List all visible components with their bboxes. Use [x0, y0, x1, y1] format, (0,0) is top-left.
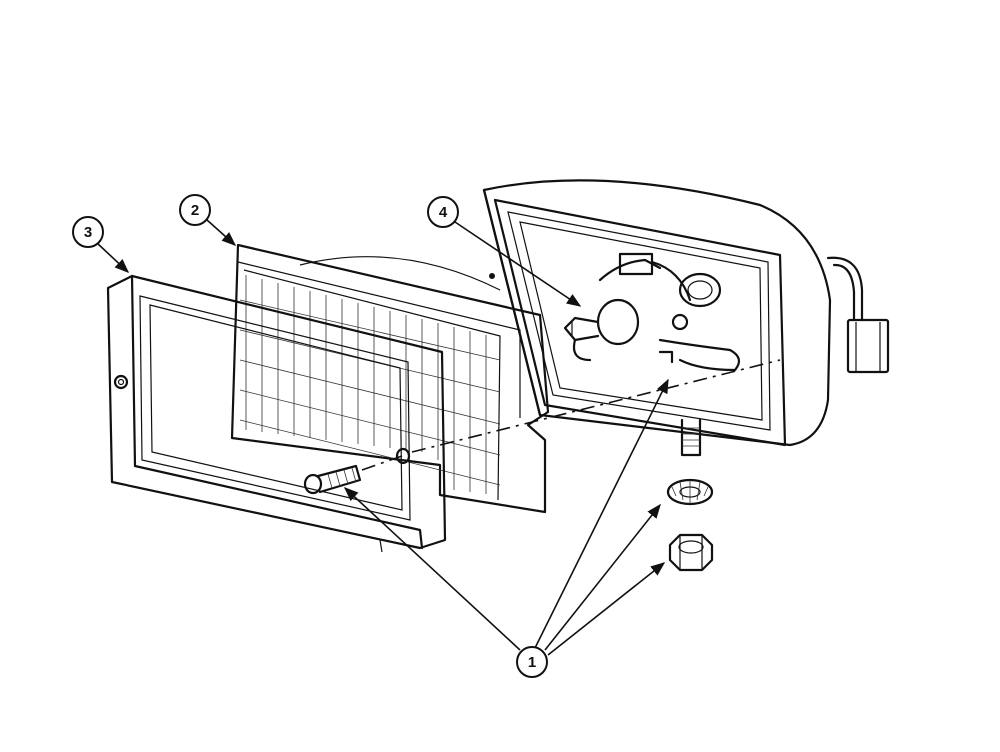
bezel-rim	[106, 274, 447, 553]
callout-2: 2	[179, 194, 211, 226]
screw	[303, 464, 362, 495]
callout-3: 3	[72, 216, 104, 248]
callout-4-label: 4	[439, 204, 448, 221]
lock-washer	[666, 478, 714, 506]
leader-1-washer	[544, 503, 661, 651]
leader-4	[454, 221, 582, 307]
lens	[230, 243, 550, 514]
lamp-housing	[482, 179, 890, 457]
leader-2	[206, 219, 237, 246]
callout-2-label: 2	[191, 202, 199, 219]
callout-1-label: 1	[528, 654, 536, 671]
leader-1-nut	[547, 562, 666, 656]
leader-1-screw	[343, 487, 521, 651]
callout-1: 1	[516, 646, 548, 678]
callout-4: 4	[427, 196, 459, 228]
bulb-and-wire-harness	[563, 252, 741, 372]
hex-nut	[668, 533, 714, 572]
leader-3	[96, 242, 130, 273]
alignment-centerline	[361, 359, 781, 471]
callout-3-label: 3	[84, 224, 92, 241]
leader-1-clip	[534, 378, 669, 649]
